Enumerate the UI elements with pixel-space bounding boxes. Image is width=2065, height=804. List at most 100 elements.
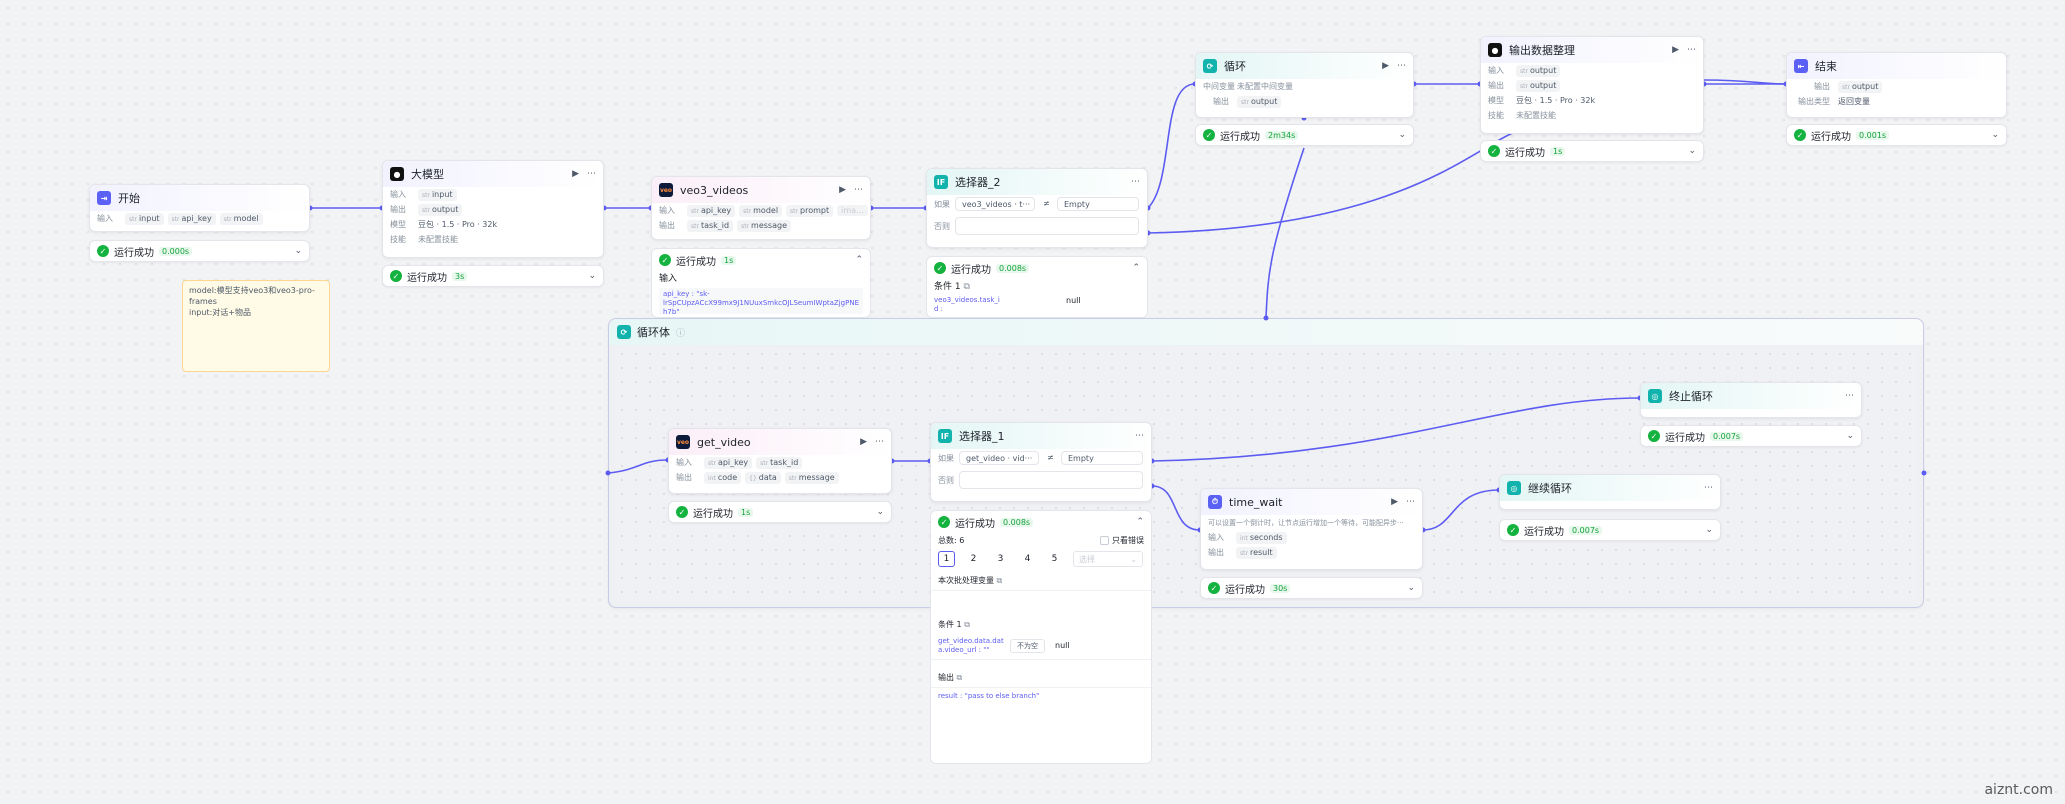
condition-operator[interactable]: ≠	[1043, 199, 1050, 208]
check-icon: ✓	[1208, 582, 1220, 594]
duration-badge: 0.008s	[996, 263, 1030, 273]
label-skills: 技能	[390, 235, 406, 244]
more-icon[interactable]: ⋯	[1845, 391, 1854, 401]
else-branch-slot[interactable]	[955, 217, 1139, 235]
run-icon[interactable]: ▶	[1672, 45, 1679, 55]
wire-fmt-end-2	[1703, 79, 1787, 85]
more-icon[interactable]: ⋯	[1687, 45, 1696, 55]
var-name: result	[1249, 547, 1273, 557]
label-output: 输出	[1213, 97, 1229, 106]
model-name: 豆包 · 1.5 · Pro · 32k	[418, 220, 498, 229]
node-title: 循环	[1224, 60, 1246, 73]
var-name: input	[138, 213, 160, 223]
condition-value[interactable]: Empty	[1061, 451, 1143, 465]
section-title: 输入	[659, 274, 678, 284]
run-icon[interactable]: ▶	[572, 169, 579, 179]
node-description: 可以设置一个倒计时，让节点运行增加一个等待，可能配异步···	[1208, 518, 1404, 527]
chevron-down-icon[interactable]: ⌄	[876, 507, 884, 517]
chevron-down-icon[interactable]: ⌄	[588, 271, 596, 281]
more-icon[interactable]: ⋯	[1131, 177, 1140, 187]
more-icon[interactable]: ⋯	[587, 169, 596, 179]
status-label: 运行成功	[1665, 432, 1705, 444]
condition-operator: 不为空	[1010, 638, 1045, 653]
more-icon[interactable]: ⋯	[1135, 431, 1144, 441]
page-button[interactable]: 3	[997, 554, 1004, 564]
var-tag: ima...	[837, 205, 868, 216]
more-icon[interactable]: ⋯	[875, 437, 884, 447]
sticky-note[interactable]: model:模型支持veo3和veo3-pro-frames input:对话+…	[182, 280, 330, 372]
more-icon[interactable]: ⋯	[1406, 497, 1415, 507]
run-icon[interactable]: ▶	[839, 185, 846, 195]
status-label: 运行成功	[955, 518, 995, 530]
page-select[interactable]: 选择⌄	[1073, 551, 1143, 567]
page-button[interactable]: 1	[938, 551, 955, 567]
node-stop-loop[interactable]: ◎ 终止循环 ⋯	[1640, 382, 1862, 418]
node-time-wait[interactable]: ⏱time_wait▶⋯ 可以设置一个倒计时，让节点运行增加一个等待，可能配异步…	[1200, 488, 1423, 570]
var-name: data	[758, 472, 777, 482]
condition-variable[interactable]: get_video · vid···	[959, 451, 1039, 465]
chevron-down-icon[interactable]: ⌄	[1688, 146, 1696, 156]
copy-icon[interactable]: ⧉	[964, 620, 970, 629]
info-icon[interactable]: ⓘ	[676, 328, 686, 339]
chevron-down-icon[interactable]: ⌄	[1991, 130, 1999, 140]
run-icon[interactable]: ▶	[860, 437, 867, 447]
chevron-down-icon[interactable]: ⌄	[294, 246, 302, 256]
node-continue-loop[interactable]: ◎继续循环⋯	[1499, 474, 1721, 510]
loop-body-header[interactable]: ⟳ 循环体 ⓘ	[609, 319, 1923, 345]
only-errors-checkbox[interactable]	[1100, 535, 1109, 545]
chevron-down-icon[interactable]: ⌄	[1846, 431, 1854, 441]
chevron-down-icon[interactable]: ⌄	[1705, 525, 1713, 535]
page-button[interactable]: 5	[1051, 554, 1058, 564]
run-icon[interactable]: ▶	[1382, 61, 1389, 71]
condition-value[interactable]: Empty	[1057, 197, 1139, 211]
run-icon[interactable]: ▶	[1391, 497, 1398, 507]
wire-sel2-fmt	[1147, 131, 1516, 234]
chevron-down-icon[interactable]: ⌄	[1407, 583, 1415, 593]
stop-icon: ◎	[1648, 389, 1662, 403]
skills-value: 未配置技能	[418, 235, 458, 244]
duration-badge: 0.008s	[1000, 517, 1034, 527]
wire-loop-body	[1265, 147, 1305, 319]
copy-icon[interactable]: ⧉	[996, 576, 1003, 585]
var-name: output	[1529, 65, 1557, 75]
label-output: 输出	[659, 221, 675, 230]
node-title: 终止循环	[1669, 390, 1713, 403]
chevron-up-icon[interactable]: ⌃	[1136, 517, 1144, 527]
condition-variable[interactable]: veo3_videos · t···	[955, 197, 1035, 211]
copy-icon[interactable]: ⧉	[963, 282, 970, 292]
chevron-up-icon[interactable]: ⌃	[1132, 263, 1140, 273]
more-icon[interactable]: ⋯	[1397, 61, 1406, 71]
status-label: 运行成功	[407, 272, 447, 284]
label-output: 输出	[1814, 82, 1830, 91]
more-icon[interactable]: ⋯	[1704, 483, 1713, 493]
chevron-up-icon[interactable]: ⌃	[855, 255, 863, 265]
page-button[interactable]: 4	[1024, 554, 1031, 564]
condition-operator[interactable]: ≠	[1047, 453, 1054, 462]
check-icon: ✓	[934, 262, 946, 274]
else-branch-slot[interactable]	[959, 471, 1143, 489]
chevron-down-icon[interactable]: ⌄	[1398, 130, 1406, 140]
more-icon[interactable]: ⋯	[854, 185, 863, 195]
page-button[interactable]: 2	[970, 554, 977, 564]
copy-icon[interactable]: ⧉	[956, 673, 963, 682]
